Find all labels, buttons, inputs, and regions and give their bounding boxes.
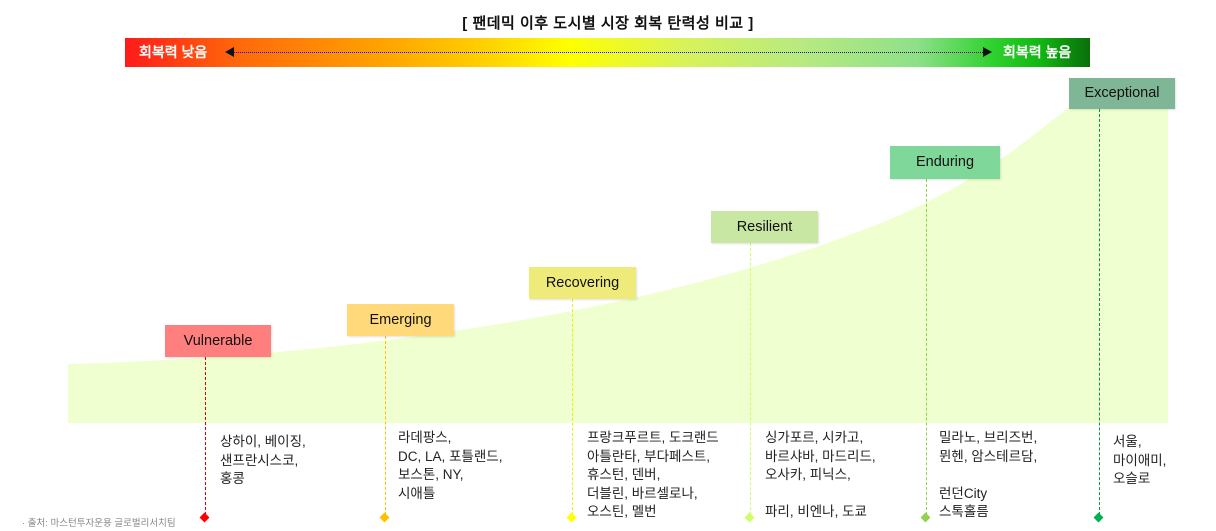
scale-arrow-line <box>233 52 983 53</box>
stage-emerging: Emerging <box>347 304 454 336</box>
low-resilience-label: 회복력 낮음 <box>139 44 208 60</box>
stage-vulnerable: Vulnerable <box>165 325 271 357</box>
stage-enduring: Enduring <box>890 146 1000 179</box>
recovering-cities: 프랑크푸르트, 도크랜드 아틀란타, 부다페스트, 휴스턴, 덴버, 더블린, … <box>587 430 719 520</box>
recovering-connector-line <box>572 299 573 515</box>
exceptional-cities: 서울, 마이애미, 오슬로 <box>1113 434 1167 487</box>
vulnerable-cities: 상하이, 베이징, 샌프란시스코, 홍콩 <box>220 434 306 487</box>
arrow-right-icon <box>983 47 992 57</box>
emerging-cities: 라데팡스, DC, LA, 포틀랜드, 보스톤, NY, 시애틀 <box>398 430 503 501</box>
vulnerable-connector-line <box>205 357 206 515</box>
resilience-scale-bar: 회복력 낮음 회복력 높음 <box>125 38 1090 67</box>
enduring-connector-line <box>926 179 927 515</box>
enduring-cities: 밀라노, 브리즈번, 뮌헨, 암스테르담, 런던City 스톡홀름 <box>939 430 1038 520</box>
arrow-left-icon <box>225 47 234 57</box>
stage-exceptional: Exceptional <box>1069 78 1175 109</box>
emerging-connector-line <box>385 336 386 515</box>
stage-resilient: Resilient <box>711 211 818 243</box>
high-resilience-label: 회복력 높음 <box>1003 44 1072 60</box>
resilient-cities: 싱가포르, 시카고, 바르샤바, 마드리드, 오사카, 피닉스, 파리, 비엔나… <box>765 430 876 520</box>
source-note: · 출처: 마스턴투자운용 글로벌리서치팀 <box>22 518 176 529</box>
resilient-connector-line <box>750 243 751 515</box>
exceptional-connector-line <box>1099 109 1100 515</box>
stage-recovering: Recovering <box>529 267 636 299</box>
chart-title: [ 팬데믹 이후 도시별 시장 회복 탄력성 비교 ] <box>462 15 754 32</box>
